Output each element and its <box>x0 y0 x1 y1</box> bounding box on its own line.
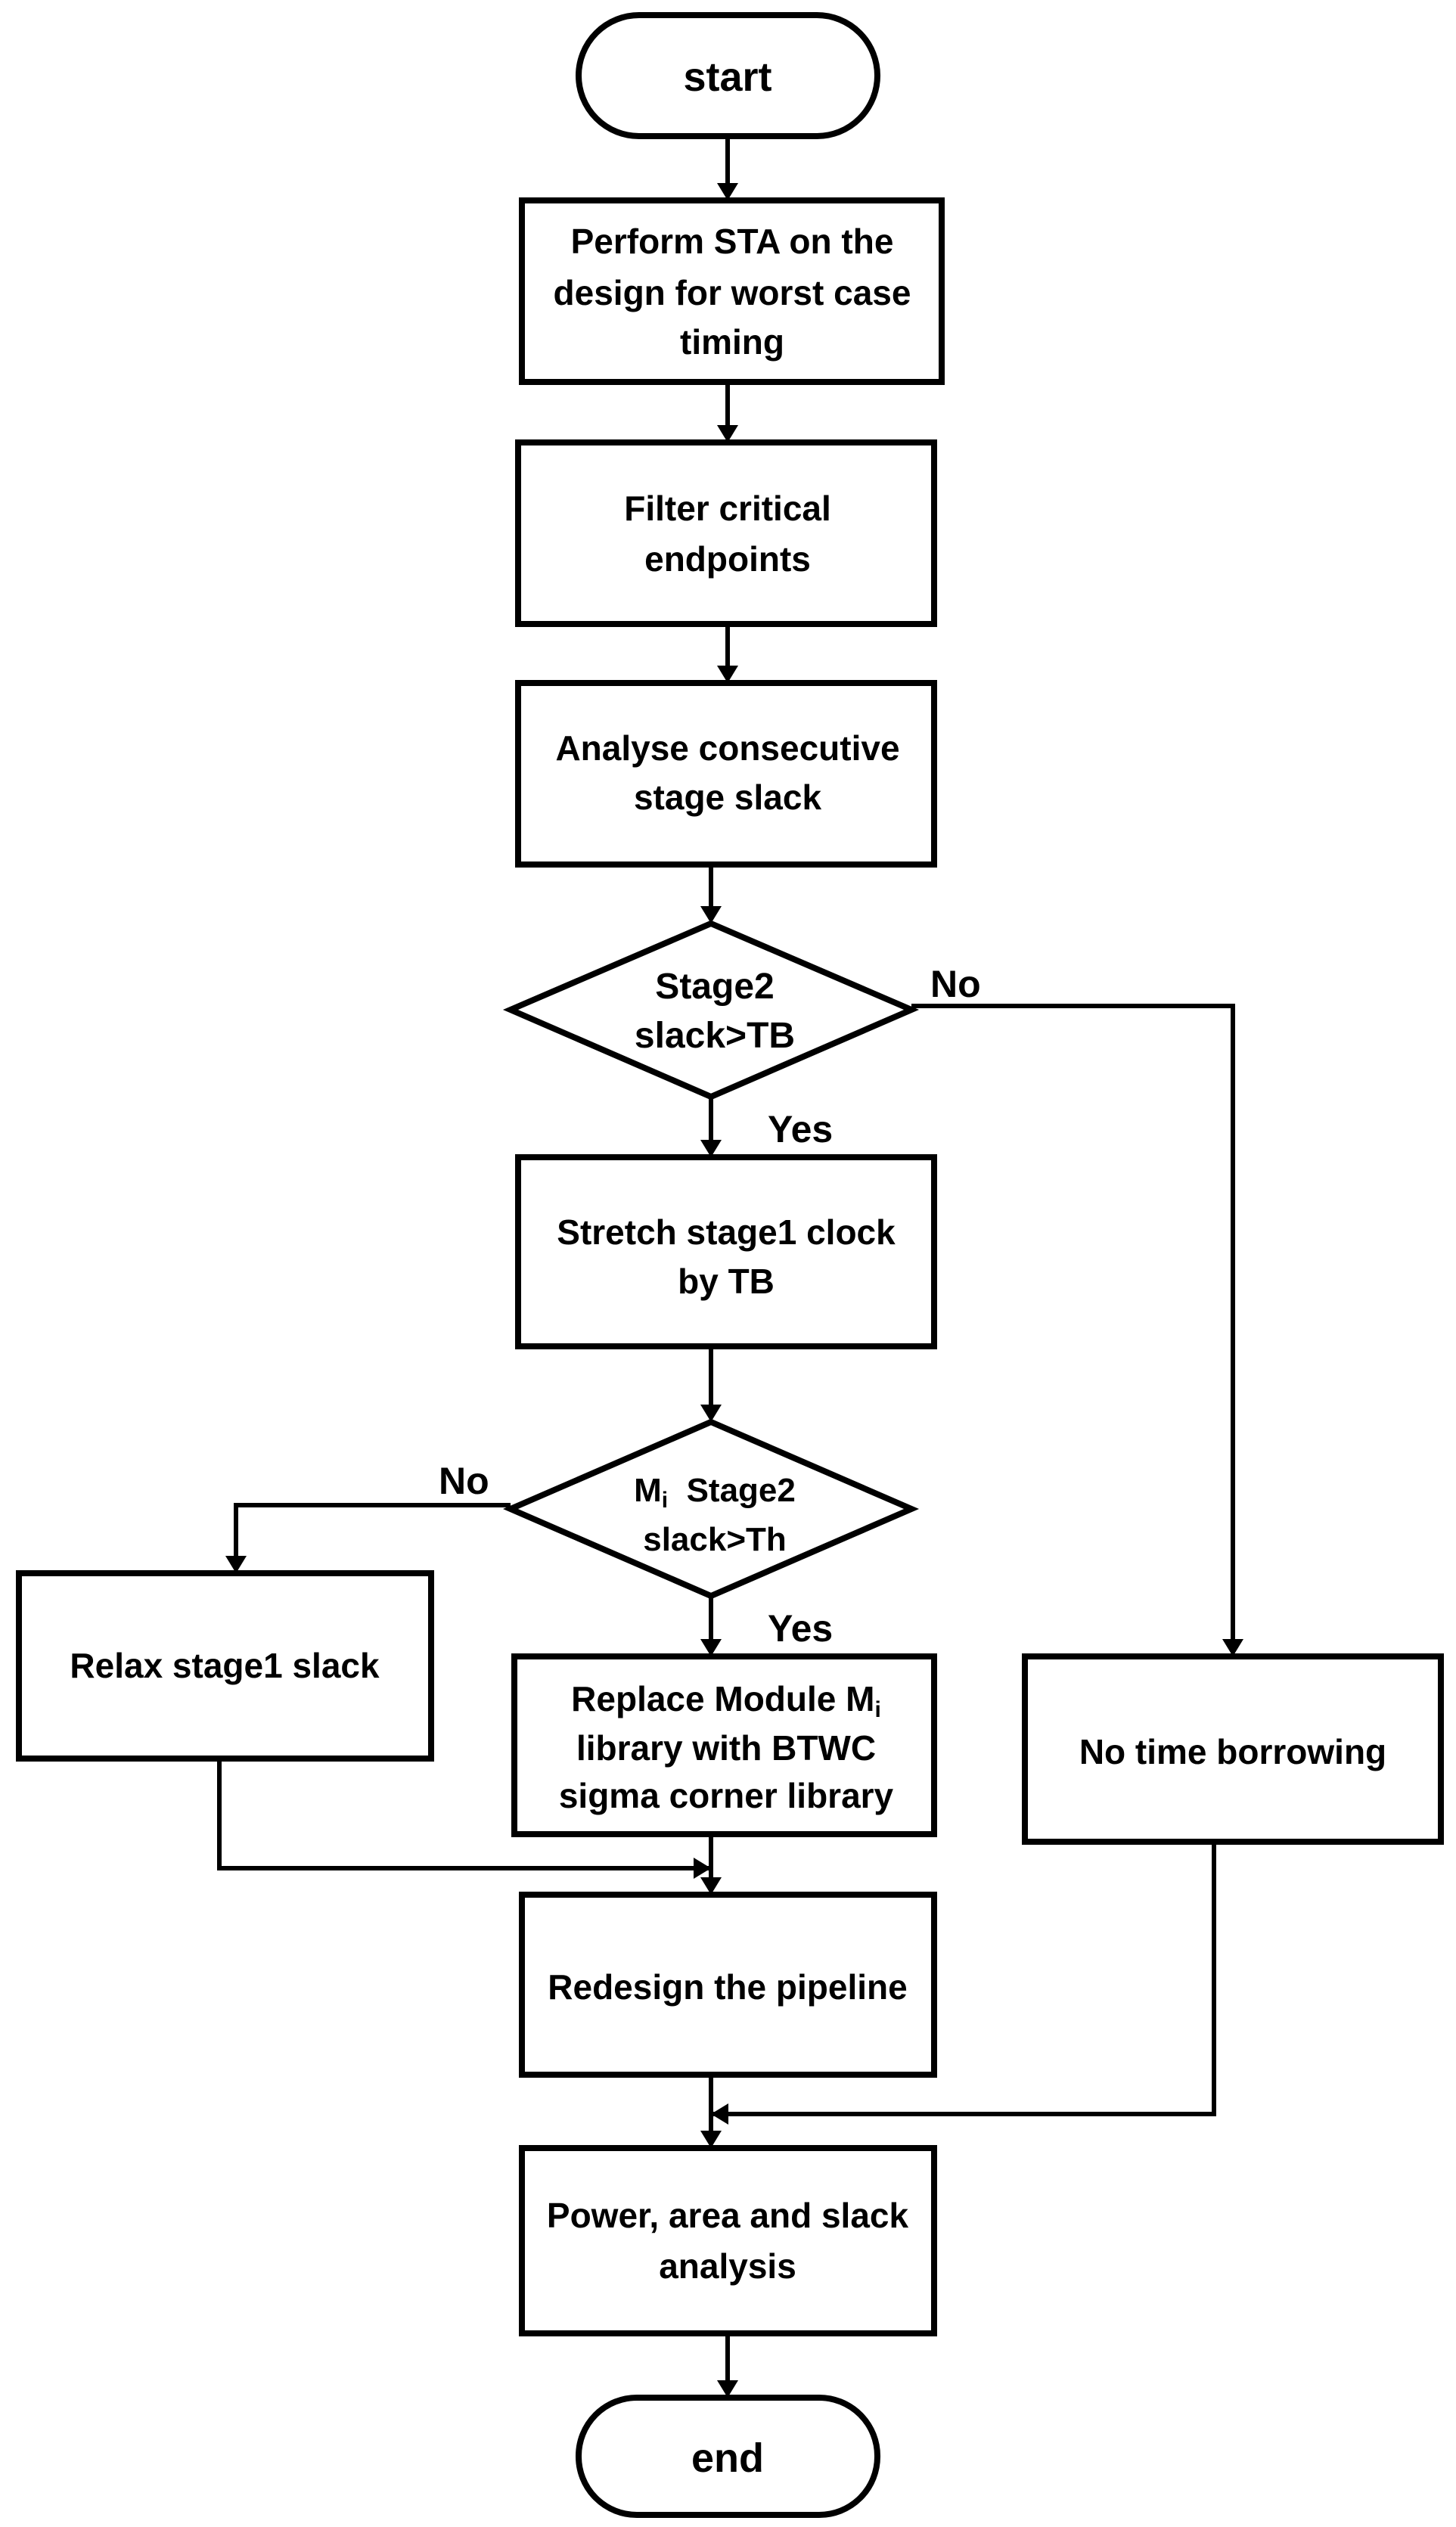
arrowhead-start-to-sta <box>717 183 738 200</box>
filter-label-line-1: Filter critical <box>624 489 831 528</box>
arrowhead-stretch-to-decision-th <box>700 1405 722 1422</box>
sta-process-box <box>519 197 945 385</box>
edge-tb-no-to-no-borrow <box>911 1004 1235 1649</box>
replace-label-line-1: Replace Module Mi <box>571 1679 881 1722</box>
arrowhead-no-borrow-join <box>711 2103 728 2125</box>
start-terminator <box>576 12 880 139</box>
arrowhead-filter-to-analyse <box>717 666 738 683</box>
replace-process-box <box>511 1653 937 1837</box>
redesign-label: Redesign the pipeline <box>548 1967 907 2007</box>
no-borrow-label: No time borrowing <box>1079 1732 1386 1771</box>
sta-label-line-3: timing <box>680 322 784 362</box>
start-label: start <box>683 54 771 100</box>
no-borrow-process-box <box>1022 1653 1444 1845</box>
decision-tb-no-label: No <box>930 963 981 1005</box>
stretch-label-line-2: by TB <box>678 1262 775 1301</box>
decision-th-diamond <box>502 1418 920 1600</box>
edge-th-no-to-relax <box>234 1503 511 1566</box>
node-labels: start Perform STA on the design for wors… <box>70 54 1386 2481</box>
decision-th-yes-label: Yes <box>768 1607 833 1650</box>
power-process-box <box>519 2145 937 2336</box>
power-label-line-1: Power, area and slack <box>547 2196 909 2235</box>
relax-process-box <box>16 1570 434 1762</box>
arrowhead-th-no-to-relax <box>225 1556 247 1573</box>
filter-process-box <box>515 439 937 627</box>
arrowhead-sta-to-filter <box>717 425 738 442</box>
arrowheads <box>225 183 1243 2398</box>
analyse-process-box <box>515 680 937 868</box>
arrowhead-tb-no-to-no-borrow <box>1222 1639 1243 1656</box>
sta-label-line-2: design for worst case <box>554 273 911 312</box>
edge-relax-to-redesign <box>217 1759 711 1870</box>
arrowhead-analyse-to-decision-tb <box>700 906 722 924</box>
decision-tb-yes-label: Yes <box>768 1108 833 1150</box>
power-label-line-2: analysis <box>659 2246 796 2286</box>
replace-label-line-2: library with BTWC <box>576 1728 876 1768</box>
arrowhead-power-to-end <box>717 2380 738 2398</box>
arrowhead-redesign-to-power <box>700 2131 722 2148</box>
end-terminator <box>576 2395 880 2518</box>
arrowhead-relax-join <box>694 1858 711 1879</box>
filter-label-line-2: endpoints <box>644 539 811 579</box>
redesign-process-box <box>519 1892 937 2078</box>
replace-label-line-3: sigma corner library <box>559 1776 894 1815</box>
analyse-label-line-1: Analyse consecutive <box>555 728 899 768</box>
stretch-label-line-1: Stretch stage1 clock <box>557 1212 896 1252</box>
decision-tb-label-line-2: slack>TB <box>635 1016 795 1056</box>
arrowhead-th-yes-to-replace <box>700 1639 722 1656</box>
sta-label-line-1: Perform STA on the <box>571 222 894 261</box>
arrowhead-tb-yes-to-stretch <box>700 1140 722 1157</box>
decision-tb-diamond <box>502 920 920 1101</box>
stretch-process-box <box>515 1154 937 1349</box>
decision-th-label-line-2: slack>Th <box>643 1521 787 1558</box>
decision-th-label-line-1: Mi Stage2 <box>634 1472 796 1513</box>
arrowhead-replace-to-redesign <box>700 1877 722 1895</box>
edge-labels: No Yes No Yes <box>439 963 981 1650</box>
relax-label: Relax stage1 slack <box>70 1646 380 1685</box>
analyse-label-line-2: stage slack <box>634 778 821 817</box>
decision-th-no-label: No <box>439 1460 489 1502</box>
end-label: end <box>691 2435 764 2481</box>
edge-no-borrow-to-power <box>711 1834 1216 2116</box>
decision-tb-label-line-1: Stage2 <box>655 967 774 1007</box>
nodes <box>16 12 1444 2518</box>
